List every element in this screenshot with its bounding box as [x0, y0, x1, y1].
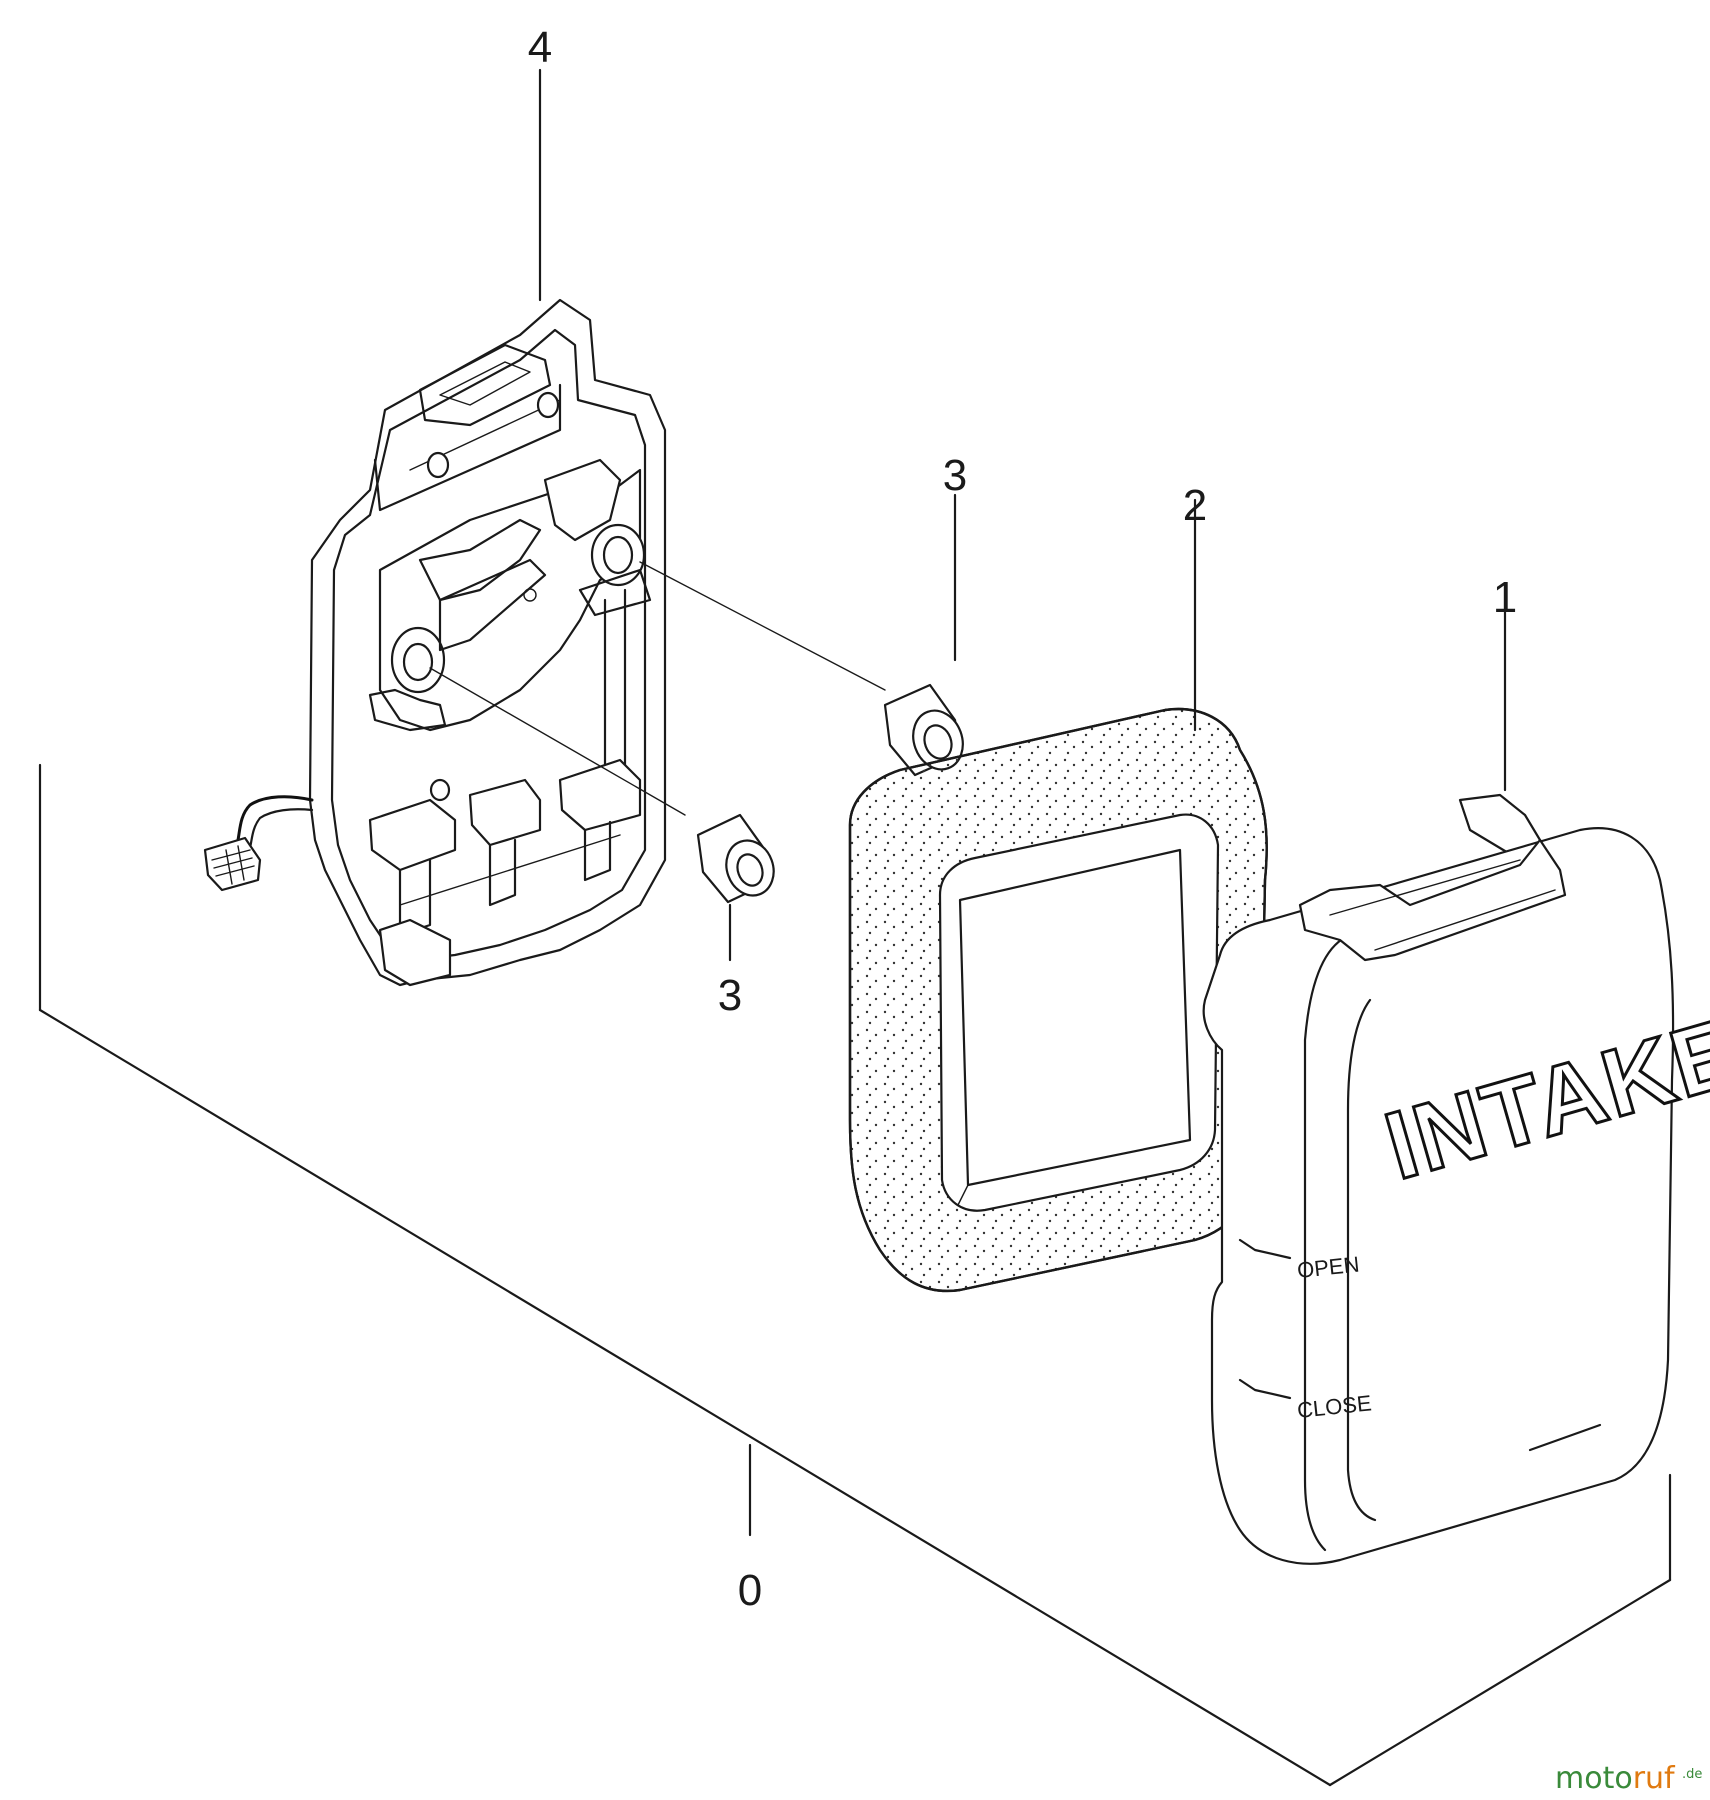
- svg-text:.de: .de: [1682, 1767, 1702, 1782]
- callout-4: 4: [528, 23, 552, 72]
- air-cleaner-base: [203, 68, 886, 987]
- callout-1: 1: [1493, 573, 1517, 622]
- callout-3-lower: 3: [718, 971, 742, 1020]
- callout-2: 2: [1183, 481, 1207, 530]
- bushing-lower: [696, 813, 775, 904]
- callout-3-upper: 3: [943, 451, 967, 500]
- assembly-bracket: [38, 763, 1672, 1787]
- air-cleaner-cover: INTAKE OPEN CLOSE: [1202, 608, 1710, 1565]
- bushing-upper: [883, 683, 964, 777]
- svg-text:motoruf: motoruf: [1555, 1761, 1676, 1796]
- watermark-logo: motoruf .de: [1555, 1761, 1702, 1796]
- callout-0: 0: [738, 1566, 762, 1615]
- foam-filter-element: [848, 498, 1268, 1293]
